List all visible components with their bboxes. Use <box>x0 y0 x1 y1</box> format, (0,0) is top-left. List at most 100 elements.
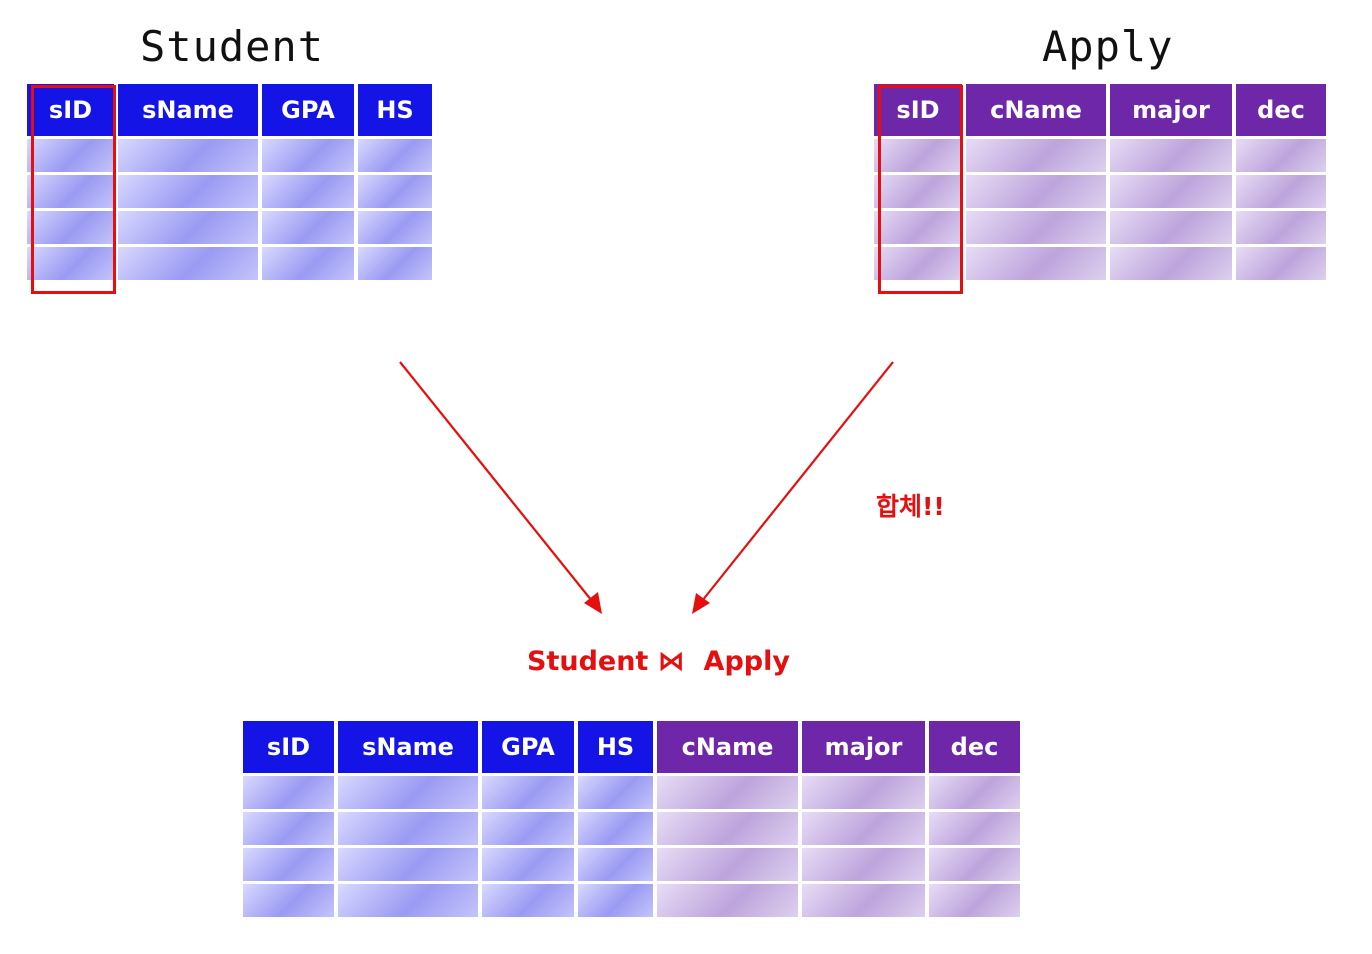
result-table-cell <box>657 884 798 917</box>
arrow-left-head <box>584 592 602 614</box>
student-table-cell <box>27 139 114 172</box>
apply-table-cell <box>966 175 1106 208</box>
result-table-cell <box>802 776 925 809</box>
result-table-cell <box>338 884 478 917</box>
apply-table-cell <box>966 139 1106 172</box>
result-table-cell <box>929 884 1020 917</box>
apply-col-sid: sID <box>874 84 962 136</box>
student-table-row <box>27 247 432 280</box>
apply-table: sID cName major dec <box>870 81 1330 283</box>
student-table-cell <box>118 139 258 172</box>
result-col-dec: dec <box>929 721 1020 773</box>
student-table-cell <box>262 247 354 280</box>
apply-table-cell <box>1236 175 1326 208</box>
result-table: sID sName GPA HS cName major dec <box>239 718 1024 920</box>
student-table-row <box>27 211 432 244</box>
result-table-cell <box>243 812 334 845</box>
student-col-gpa: GPA <box>262 84 354 136</box>
result-table-row <box>243 884 1020 917</box>
apply-table-cell <box>874 175 962 208</box>
result-table-cell <box>657 848 798 881</box>
student-table-cell <box>27 247 114 280</box>
result-col-gpa: GPA <box>482 721 574 773</box>
student-table: sID sName GPA HS <box>23 81 436 283</box>
result-table-cell <box>578 776 653 809</box>
apply-table-cell <box>966 211 1106 244</box>
result-table-cell <box>802 884 925 917</box>
student-table-cell <box>27 211 114 244</box>
result-table-cell <box>929 848 1020 881</box>
result-table-cell <box>243 776 334 809</box>
arrow-right-head <box>692 593 710 614</box>
student-table-cell <box>262 211 354 244</box>
apply-table-cell <box>1236 139 1326 172</box>
student-table-cell <box>118 211 258 244</box>
result-table-cell <box>657 776 798 809</box>
student-table-cell <box>262 139 354 172</box>
result-table-cell <box>802 848 925 881</box>
apply-table-cell <box>1110 139 1232 172</box>
result-table-cell <box>578 848 653 881</box>
apply-table-cell <box>1236 247 1326 280</box>
apply-col-dec: dec <box>1236 84 1326 136</box>
result-table-cell <box>482 776 574 809</box>
apply-sid-highlight <box>878 85 963 294</box>
result-col-major: major <box>802 721 925 773</box>
result-table-cell <box>578 884 653 917</box>
result-col-cname: cName <box>657 721 798 773</box>
apply-table-cell <box>874 247 962 280</box>
student-sid-highlight <box>31 85 116 294</box>
student-col-sid: sID <box>27 84 114 136</box>
apply-table-row <box>874 247 1326 280</box>
apply-table-cell <box>966 247 1106 280</box>
student-col-hs: HS <box>358 84 432 136</box>
apply-col-major: major <box>1110 84 1232 136</box>
result-table-cell <box>243 848 334 881</box>
result-table-cell <box>578 812 653 845</box>
student-table-cell <box>262 175 354 208</box>
apply-table-cell <box>874 211 962 244</box>
result-table-row <box>243 848 1020 881</box>
student-table-cell <box>118 175 258 208</box>
result-col-sid: sID <box>243 721 334 773</box>
result-table-cell <box>338 776 478 809</box>
result-table-cell <box>338 848 478 881</box>
join-label: Student ⋈ Apply <box>527 646 790 677</box>
arrow-left-line <box>399 361 597 607</box>
result-table-cell <box>482 884 574 917</box>
apply-table-cell <box>1110 247 1232 280</box>
result-table-cell <box>482 812 574 845</box>
result-col-hs: HS <box>578 721 653 773</box>
apply-table-cell <box>1236 211 1326 244</box>
result-table-cell <box>802 812 925 845</box>
student-table-cell <box>358 211 432 244</box>
apply-table-row <box>874 211 1326 244</box>
student-table-row <box>27 175 432 208</box>
student-col-sname: sName <box>118 84 258 136</box>
apply-table-cell <box>1110 211 1232 244</box>
student-table-cell <box>358 247 432 280</box>
result-table-cell <box>482 848 574 881</box>
student-table-cell <box>27 175 114 208</box>
student-table-cell <box>358 139 432 172</box>
apply-col-cname: cName <box>966 84 1106 136</box>
apply-table-title: Apply <box>1042 22 1174 71</box>
result-table-cell <box>338 812 478 845</box>
student-table-title: Student <box>140 22 325 71</box>
result-table-cell <box>929 812 1020 845</box>
merge-annotation: 합체!! <box>876 492 945 521</box>
student-table-cell <box>358 175 432 208</box>
result-table-row <box>243 812 1020 845</box>
arrow-right-line <box>697 361 894 607</box>
student-table-row <box>27 139 432 172</box>
apply-table-row <box>874 139 1326 172</box>
result-table-cell <box>657 812 798 845</box>
result-table-row <box>243 776 1020 809</box>
apply-table-cell <box>1110 175 1232 208</box>
apply-table-cell <box>874 139 962 172</box>
result-table-cell <box>243 884 334 917</box>
student-table-cell <box>118 247 258 280</box>
result-col-sname: sName <box>338 721 478 773</box>
apply-table-row <box>874 175 1326 208</box>
